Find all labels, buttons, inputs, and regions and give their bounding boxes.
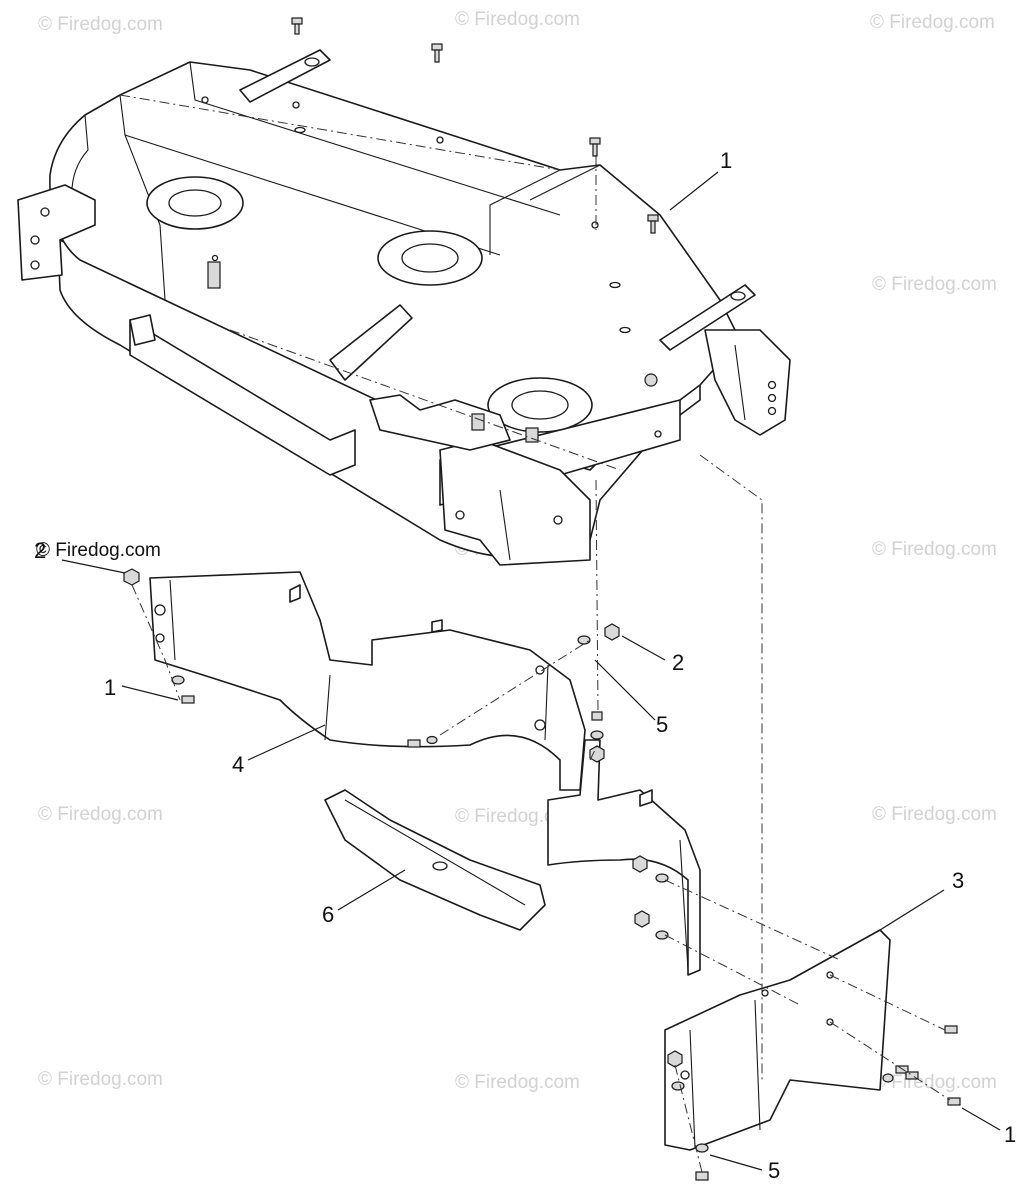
assembly-lines bbox=[119, 94, 951, 1173]
watermark-11: © Firedog.com bbox=[872, 804, 997, 825]
callout-3: 3 bbox=[952, 868, 964, 893]
side-baffle-plate bbox=[664, 929, 891, 1151]
watermark-6: © Firedog.com bbox=[872, 274, 997, 295]
callout-1-bottom-right: 1 bbox=[1004, 1122, 1016, 1147]
watermark-13: © Firedog.com bbox=[455, 1072, 580, 1093]
watermark-8: © Firedog.com bbox=[872, 539, 997, 560]
top-hardware bbox=[291, 17, 659, 234]
callouts: 1 1 1 2 2 3 4 5 5 6 bbox=[34, 148, 1016, 1183]
watermark-dark: © Firedog.com bbox=[36, 540, 161, 561]
mower-blade bbox=[324, 789, 546, 931]
watermark-3: © Firedog.com bbox=[870, 12, 995, 33]
callout-1-left: 1 bbox=[104, 675, 116, 700]
callout-2-left: 2 bbox=[34, 538, 46, 563]
rear-baffle bbox=[149, 571, 586, 791]
callout-1-top: 1 bbox=[720, 148, 732, 173]
callout-5-bottom: 5 bbox=[768, 1158, 780, 1183]
callout-5-mid: 5 bbox=[656, 712, 668, 737]
watermark-9: © Firedog.com bbox=[38, 804, 163, 825]
side-baffle-lower bbox=[547, 739, 701, 976]
callout-6: 6 bbox=[322, 902, 334, 927]
callout-4: 4 bbox=[232, 752, 244, 777]
baffle-hardware bbox=[123, 568, 961, 1181]
watermark-1: © Firedog.com bbox=[38, 14, 163, 35]
watermark-2: © Firedog.com bbox=[455, 9, 580, 30]
deck-housing bbox=[17, 49, 791, 566]
callout-2-right: 2 bbox=[672, 650, 684, 675]
watermark-12: © Firedog.com bbox=[38, 1069, 163, 1090]
leader-lines bbox=[61, 171, 1001, 1171]
watermark-14: © Firedog.com bbox=[872, 1072, 997, 1093]
